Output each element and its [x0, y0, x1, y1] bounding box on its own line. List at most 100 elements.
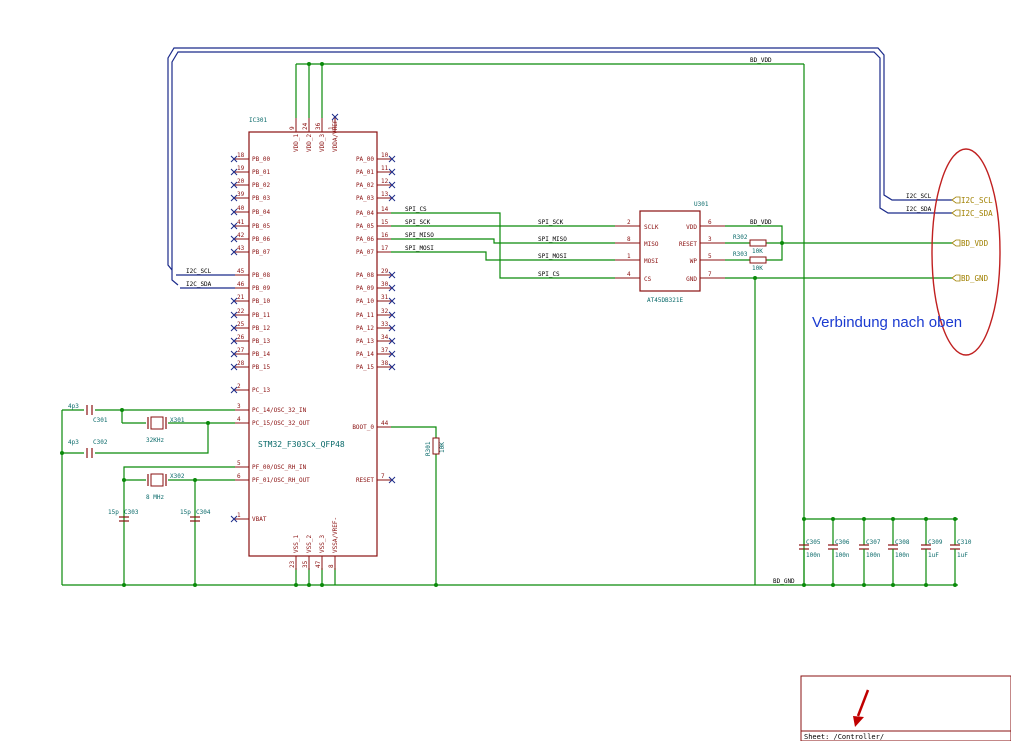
pin-name: PA_15 [356, 364, 374, 371]
pin-number: 37 [381, 347, 389, 354]
pin-name: PA_01 [356, 169, 374, 176]
pin-number: 6 [708, 219, 712, 226]
pin-name: PA_08 [356, 272, 374, 279]
i2c-bus-loop [167, 47, 900, 271]
svg-text:C303: C303 [124, 509, 139, 516]
crystal-32khz-section: 4p3 C301 4p3 C302 X301 32KHz [60, 403, 235, 458]
cap-value: 100n [806, 552, 821, 559]
pin-number: 43 [237, 245, 245, 252]
i2c-scl-wire-label: I2C_SCL [906, 193, 932, 200]
pin-number: 39 [237, 191, 245, 198]
pin-name: BOOT_0 [352, 424, 374, 431]
pin-number: 38 [381, 360, 389, 367]
pin-name: PB_06 [252, 236, 270, 243]
mcu-pin-pc-15-osc-32-out: 4PC_15/OSC_32_OUT [235, 416, 310, 427]
pin-name: PB_12 [252, 325, 270, 332]
pin-name: MOSI [644, 258, 659, 265]
pin-name: PA_02 [356, 182, 374, 189]
pin-number: 40 [237, 205, 245, 212]
capacitor-c304: 15p C304 [180, 509, 211, 522]
decoupling-cap-bank: C305100nC306100nC307100nC308100nC3091uFC… [799, 517, 972, 587]
svg-text:10K: 10K [439, 442, 446, 453]
pin-name: PB_03 [252, 195, 270, 202]
pin-name: VBAT [252, 516, 267, 523]
flash-vdd-label: BD_VDD [750, 219, 772, 226]
capacitor-c301: 4p3 C301 [68, 403, 108, 424]
spi-sck-label: SPI_SCK [405, 219, 431, 226]
pin-name: PA_10 [356, 298, 374, 305]
pin-name: PB_02 [252, 182, 270, 189]
svg-text:BD_GND: BD_GND [961, 274, 989, 283]
pin-name: PB_01 [252, 169, 270, 176]
pin-number: 29 [381, 268, 389, 275]
spi-wires: SPI_CS SPI_SCK SPI_MISO SPI_MOSI SPI_SCK… [391, 206, 615, 279]
svg-text:I2C_SDA: I2C_SDA [961, 209, 993, 218]
pin-number: 19 [237, 165, 245, 172]
pin-name: VDD_2 [306, 134, 313, 152]
pin-number: 8 [627, 236, 631, 243]
pin-name: PA_13 [356, 338, 374, 345]
pin-number: 35 [302, 560, 309, 568]
pin-name: PB_07 [252, 249, 270, 256]
pin-number: 1 [627, 253, 631, 260]
pin-number: 5 [237, 460, 241, 467]
svg-text:R301: R301 [425, 441, 432, 456]
pin-number: 20 [237, 178, 245, 185]
cap-value: 1uF [928, 552, 939, 559]
svg-text:X302: X302 [170, 473, 185, 480]
resistor-r302: R302 10K [733, 234, 767, 255]
pin-number: 47 [315, 560, 322, 568]
pin-number: 34 [381, 334, 389, 341]
cap-value: 1uF [957, 552, 968, 559]
pin-name: PB_09 [252, 285, 270, 292]
pin-number: 2 [237, 383, 241, 390]
cap-value: 100n [866, 552, 881, 559]
pin-number: 6 [237, 473, 241, 480]
svg-text:C302: C302 [93, 439, 108, 446]
pin-number: 8 [328, 564, 335, 568]
cap-value: 100n [895, 552, 910, 559]
flash-power-wires: BD_VDD [725, 219, 952, 585]
pin-name: PA_05 [356, 223, 374, 230]
flash-mosi-label: SPI_MOSI [538, 253, 567, 260]
pin-name: GND [686, 276, 697, 283]
annotation-ellipse [931, 148, 1001, 356]
pin-name: PA_03 [356, 195, 374, 202]
spi-miso-label: SPI_MISO [405, 232, 434, 239]
r302-value: 10K [752, 248, 763, 255]
pin-number: 5 [708, 253, 712, 260]
pin-number: 30 [381, 281, 389, 288]
pin-number: 4 [237, 416, 241, 423]
pin-name: PF_01/OSC_RH_OUT [252, 477, 310, 484]
capacitor-c302: 4p3 C302 [68, 439, 108, 458]
flash-pin-cs: 4CS [615, 271, 652, 283]
pin-name: PA_00 [356, 156, 374, 163]
pin-number: 14 [381, 206, 389, 213]
svg-text:8 MHz: 8 MHz [146, 494, 164, 501]
pin-name: PC_14/OSC_32_IN [252, 407, 307, 414]
pin-name: PB_14 [252, 351, 270, 358]
pin-name: PF_00/OSC_RH_IN [252, 464, 307, 471]
pin-number: 46 [237, 281, 245, 288]
pin-number: 18 [237, 152, 245, 159]
pin-number: 7 [708, 271, 712, 278]
